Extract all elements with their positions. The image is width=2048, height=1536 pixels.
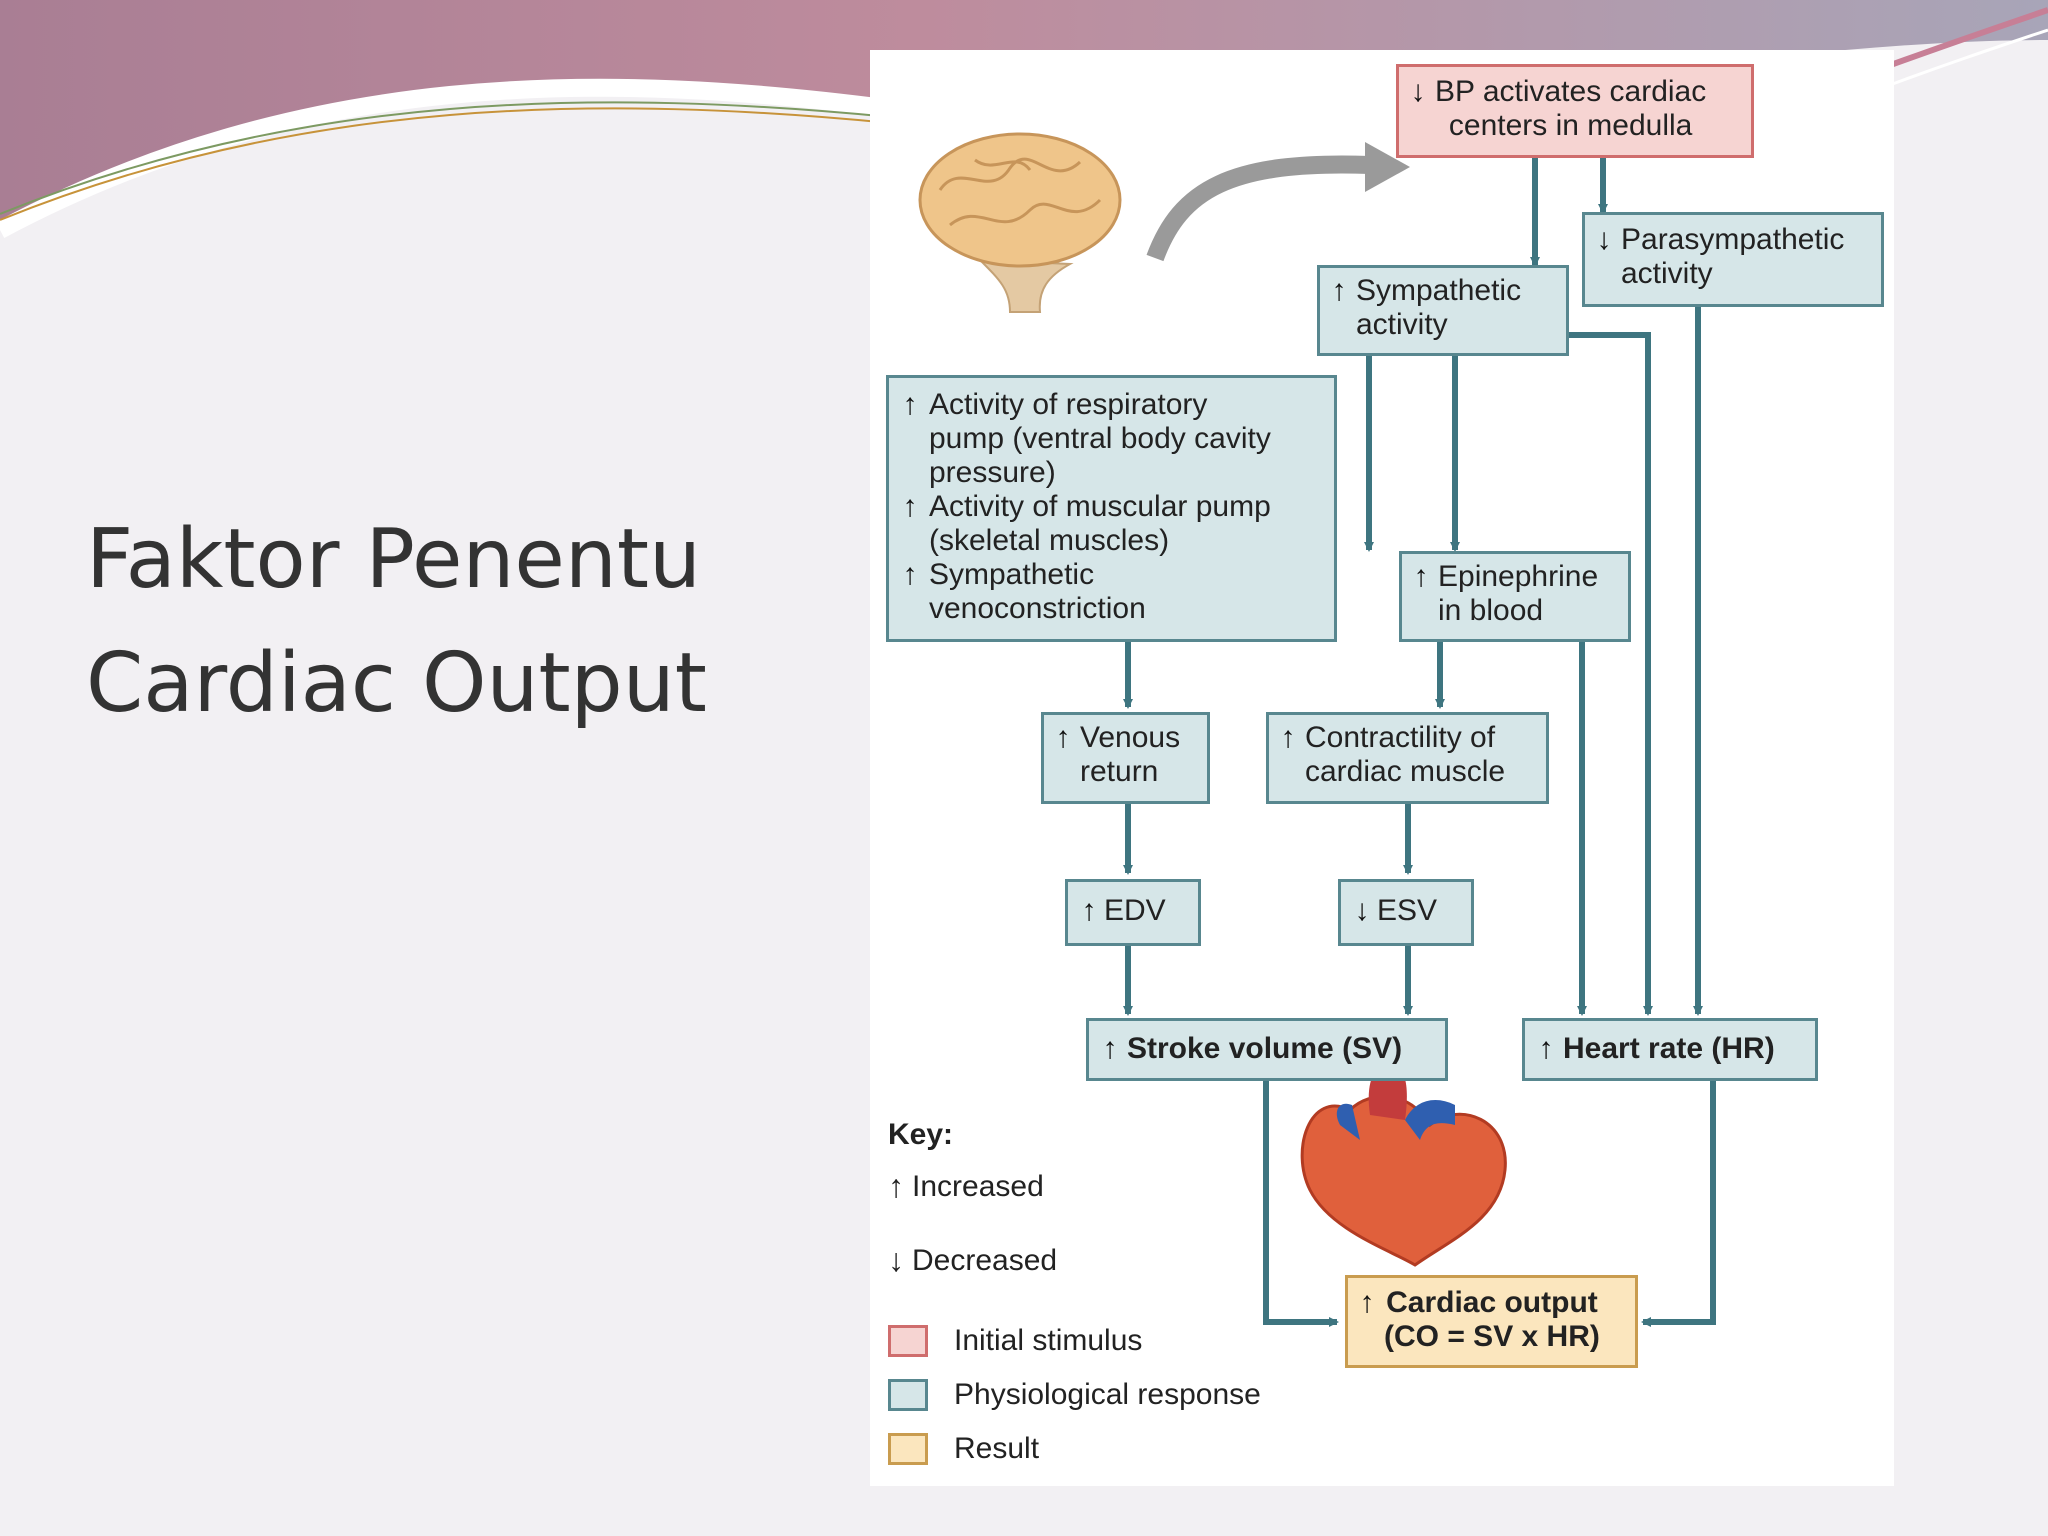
parasympathetic-line-2: activity bbox=[1621, 257, 1713, 290]
parasympathetic-line-1: Parasympathetic bbox=[1621, 223, 1845, 256]
edv-label: EDV bbox=[1104, 894, 1166, 927]
brain-to-medulla-arrow bbox=[1146, 155, 1371, 262]
key-initial-stimulus: Initial stimulus bbox=[888, 1324, 1142, 1358]
venous-return-line-1: Venous bbox=[1080, 721, 1181, 754]
connectors bbox=[1123, 158, 1716, 1327]
pump-item: ↑ Sympathetic venoconstriction bbox=[901, 558, 1322, 626]
heart-illustration bbox=[1300, 1060, 1507, 1267]
pump-item-3-line-1: Sympathetic bbox=[929, 558, 1095, 591]
bp-line-2: centers in medulla bbox=[1448, 109, 1693, 142]
increase-arrow-icon: ↑ bbox=[1359, 1286, 1375, 1319]
pump-item-1-line-3: pressure) bbox=[929, 456, 1056, 489]
bp-line-1: BP activates cardiac bbox=[1435, 75, 1707, 108]
pump-item: ↑ Activity of muscular pump (skeletal mu… bbox=[901, 490, 1322, 558]
pumps-box: ↑ Activity of respiratory pump (ventral … bbox=[886, 375, 1337, 642]
venous-return-line-2: return bbox=[1080, 755, 1159, 788]
key-increased: ↑ Increased bbox=[888, 1168, 1044, 1205]
heart-rate-box: ↑ Heart rate (HR) bbox=[1522, 1018, 1818, 1081]
increase-arrow-icon: ↑ bbox=[1413, 560, 1429, 593]
pump-item-2-line-2: (skeletal muscles) bbox=[929, 524, 1170, 557]
pump-item-2-line-1: Activity of muscular pump bbox=[929, 490, 1271, 523]
pump-item-1-line-1: Activity of respiratory bbox=[929, 388, 1208, 421]
slide-title: Faktor Penentu Cardiac Output bbox=[86, 498, 786, 746]
key-title: Key: bbox=[888, 1118, 954, 1151]
cardiac-output-box: ↑ Cardiac output (CO = SV x HR) bbox=[1345, 1275, 1638, 1368]
pump-item: ↑ Activity of respiratory pump (ventral … bbox=[901, 388, 1322, 490]
key-response-label: Physiological response bbox=[954, 1378, 1261, 1411]
slide-title-line-1: Faktor Penentu bbox=[86, 512, 701, 607]
pump-item-1-line-2: pump (ventral body cavity bbox=[929, 422, 1271, 455]
decrease-arrow-icon: ↓ bbox=[888, 1242, 904, 1278]
sympathetic-box: ↑ Sympathetic activity bbox=[1317, 265, 1569, 356]
pump-item-3-line-2: venoconstriction bbox=[929, 592, 1146, 625]
esv-label: ESV bbox=[1377, 894, 1438, 927]
response-swatch bbox=[888, 1379, 928, 1411]
sympathetic-line-2: activity bbox=[1356, 308, 1448, 341]
increase-arrow-icon: ↑ bbox=[1102, 1032, 1118, 1065]
key-result-label: Result bbox=[954, 1432, 1040, 1465]
epinephrine-box: ↑ Epinephrine in blood bbox=[1399, 551, 1631, 642]
brain-to-medulla-arrowhead bbox=[1365, 142, 1410, 192]
result-swatch bbox=[888, 1433, 928, 1465]
increase-arrow-icon: ↑ bbox=[902, 490, 918, 523]
heart-rate-label: Heart rate (HR) bbox=[1563, 1032, 1775, 1065]
initial-stimulus-swatch bbox=[888, 1325, 928, 1357]
epinephrine-line-2: in blood bbox=[1438, 594, 1544, 627]
parasympathetic-box: ↓ Parasympathetic activity bbox=[1582, 212, 1884, 307]
key-decreased: ↓ Decreased bbox=[888, 1242, 1057, 1279]
key-increased-label: Increased bbox=[912, 1169, 1044, 1203]
cardiac-output-line-2: (CO = SV x HR) bbox=[1384, 1320, 1600, 1353]
diagram-graphics bbox=[918, 132, 1716, 1327]
increase-arrow-icon: ↑ bbox=[902, 558, 918, 591]
increase-arrow-icon: ↑ bbox=[1331, 274, 1347, 307]
key-result: Result bbox=[888, 1432, 1039, 1466]
slide-title-line-2: Cardiac Output bbox=[86, 636, 707, 731]
stroke-volume-label: Stroke volume (SV) bbox=[1127, 1032, 1403, 1065]
bp-medulla-box: ↓ BP activates cardiac centers in medull… bbox=[1396, 64, 1754, 158]
decrease-arrow-icon: ↓ bbox=[1596, 223, 1612, 256]
increase-arrow-icon: ↑ bbox=[1081, 894, 1097, 927]
edv-box: ↑ EDV bbox=[1065, 879, 1201, 946]
esv-box: ↓ ESV bbox=[1338, 879, 1474, 946]
decrease-arrow-icon: ↓ bbox=[1354, 894, 1370, 927]
cardiac-output-line-1: Cardiac output bbox=[1386, 1286, 1598, 1319]
key-decreased-label: Decreased bbox=[912, 1243, 1058, 1277]
venous-return-box: ↑ Venous return bbox=[1041, 712, 1210, 804]
increase-arrow-icon: ↑ bbox=[902, 388, 918, 421]
brain-illustration bbox=[918, 132, 1122, 313]
key-physiological-response: Physiological response bbox=[888, 1378, 1261, 1412]
stroke-volume-box: ↑ Stroke volume (SV) bbox=[1086, 1018, 1448, 1081]
cardiac-output-diagram: ↓ BP activates cardiac centers in medull… bbox=[870, 50, 1894, 1486]
increase-arrow-icon: ↑ bbox=[1055, 721, 1071, 754]
increase-arrow-icon: ↑ bbox=[888, 1168, 904, 1204]
epinephrine-line-1: Epinephrine bbox=[1438, 560, 1599, 593]
key-initial-label: Initial stimulus bbox=[954, 1324, 1143, 1357]
contractility-line-1: Contractility of bbox=[1305, 721, 1496, 754]
sympathetic-line-1: Sympathetic bbox=[1356, 274, 1522, 307]
decrease-arrow-icon: ↓ bbox=[1410, 75, 1426, 108]
increase-arrow-icon: ↑ bbox=[1538, 1032, 1554, 1065]
contractility-line-2: cardiac muscle bbox=[1305, 755, 1506, 788]
increase-arrow-icon: ↑ bbox=[1280, 721, 1296, 754]
contractility-box: ↑ Contractility of cardiac muscle bbox=[1266, 712, 1549, 804]
